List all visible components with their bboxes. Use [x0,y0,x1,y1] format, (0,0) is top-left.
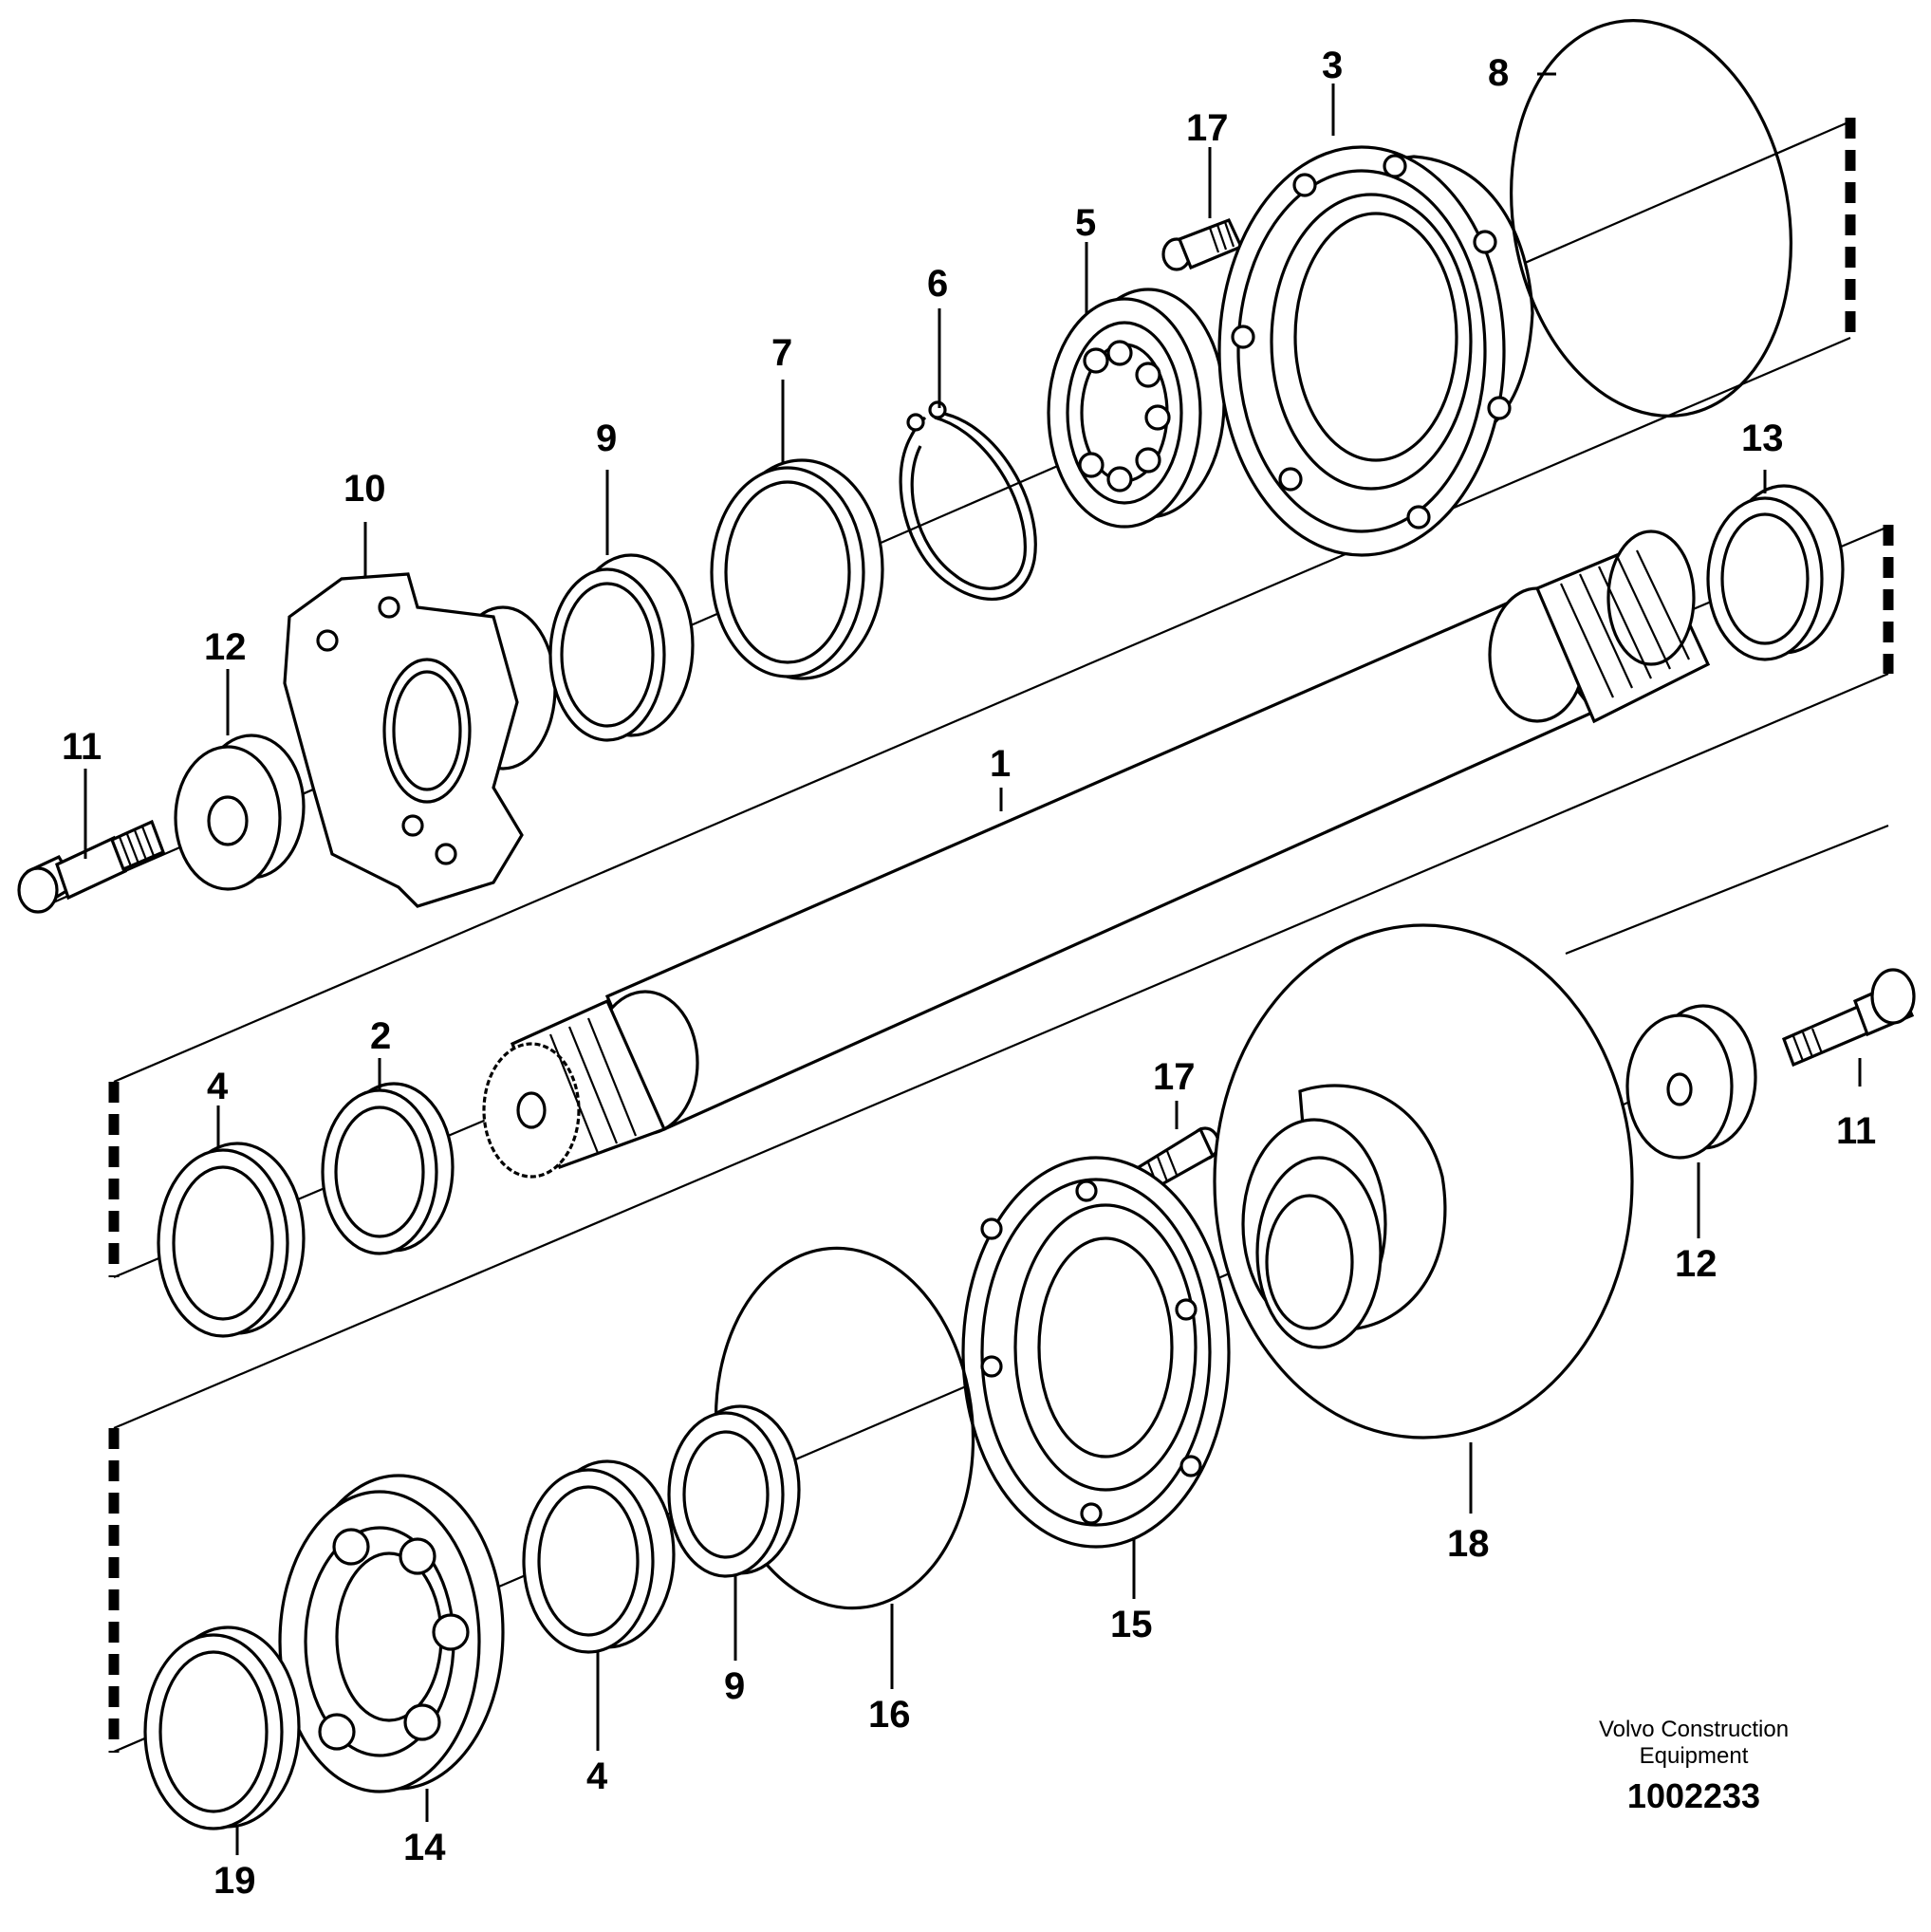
callout-7: 7 [771,332,792,374]
callout-11-lower: 11 [1836,1110,1876,1152]
callout-18: 18 [1447,1523,1490,1565]
screw-part-17-upper [1161,217,1244,271]
drawing-footer: Volvo Construction Equipment 1002233 [1599,1717,1789,1815]
callout-8: 8 [1488,52,1509,94]
callout-16: 16 [868,1694,911,1736]
screw-part-11-lower [1781,968,1916,1068]
callout-13: 13 [1741,418,1784,459]
shaft-part-1 [482,529,1711,1179]
leader-lines [84,72,1862,1855]
callout-15: 15 [1110,1604,1153,1645]
drive-disc-part-18 [1213,923,1634,1440]
callout-9-upper: 9 [596,418,617,459]
callout-17-lower: 17 [1153,1056,1196,1098]
ball-bearing-part-5 [1047,288,1226,529]
ring-part-4-upper [157,1142,306,1338]
callout-12-upper: 12 [204,626,247,668]
company-name-line2: Equipment [1640,1743,1749,1769]
callout-12-lower: 12 [1675,1243,1717,1285]
o-ring-part-8 [1510,19,1792,418]
callout-9-lower: 9 [724,1665,745,1707]
ring-part-9-lower [667,1404,801,1578]
callout-10: 10 [343,468,386,510]
callout-17-upper: 17 [1186,107,1229,149]
callout-4-upper: 4 [207,1066,229,1107]
callout-19: 19 [214,1860,256,1902]
roller-bearing-part-14 [278,1474,505,1793]
company-name-line1: Volvo Construction [1599,1717,1789,1742]
ring-part-9-upper [548,553,695,742]
ring-part-13 [1706,484,1845,661]
spacer-part-12-lower [1625,1004,1757,1160]
callout-2: 2 [370,1015,391,1057]
seal-housing-part-15 [961,1156,1231,1549]
callout-6: 6 [927,263,948,305]
flange-yoke-part-10 [283,572,557,908]
callout-3: 3 [1322,45,1343,86]
ring-part-2 [321,1082,455,1255]
callout-5: 5 [1075,202,1096,244]
callout-4-lower: 4 [586,1756,608,1797]
ring-part-4-lower [522,1459,676,1654]
spacer-part-12-upper [174,734,306,891]
drawing-number: 1002233 [1627,1776,1760,1815]
snap-ring-part-6 [899,400,1037,602]
callout-14: 14 [403,1827,446,1868]
callout-1: 1 [990,743,1011,785]
callout-11-upper: 11 [62,726,102,768]
bearing-housing-part-3 [1217,145,1534,557]
seal-ring-part-7 [710,458,884,680]
part-callouts: 3 8 17 5 6 7 9 10 12 11 13 1 2 4 17 11 1… [62,45,1876,1902]
screw-part-11-upper [17,819,166,914]
seal-ring-part-19 [143,1625,301,1830]
